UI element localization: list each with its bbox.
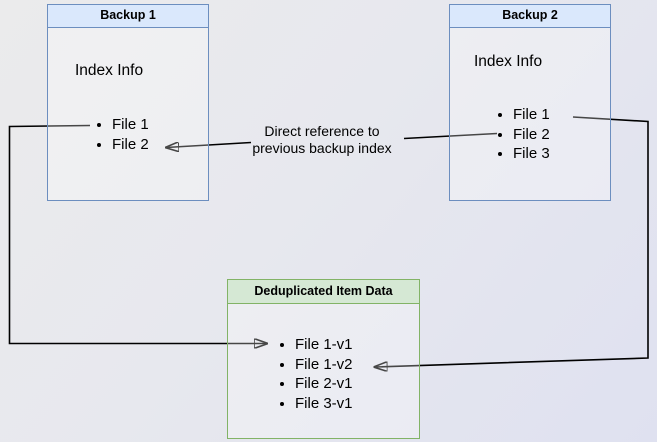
list-item: File 2	[513, 125, 550, 145]
list-item: File 1	[112, 115, 149, 135]
backup2-node: Backup 2 Index Info File 1 File 2 File 3	[449, 4, 611, 201]
backup1-file-list: File 1 File 2	[94, 115, 149, 154]
direct-reference-label-line2: previous backup index	[252, 140, 392, 156]
dedup-file-list: File 1-v1 File 1-v2 File 2-v1 File 3-v1	[277, 335, 353, 413]
list-item: File 1-v1	[295, 335, 353, 355]
backup2-file-list: File 1 File 2 File 3	[495, 105, 550, 164]
list-item: File 1-v2	[295, 355, 353, 375]
direct-reference-label: Direct reference to previous backup inde…	[232, 123, 412, 157]
backup2-index-info-label: Index Info	[474, 53, 543, 70]
backup2-header: Backup 2	[450, 5, 610, 28]
deduplicated-item-data-node: Deduplicated Item Data File 1-v1 File 1-…	[227, 279, 420, 439]
backup1-index-info-label: Index Info	[75, 62, 144, 79]
direct-reference-label-line1: Direct reference to	[264, 123, 380, 139]
deduplicated-item-data-header: Deduplicated Item Data	[228, 280, 419, 304]
list-item: File 3-v1	[295, 394, 353, 414]
backup1-header: Backup 1	[48, 5, 208, 28]
list-item: File 3	[513, 144, 550, 164]
list-item: File 2	[112, 135, 149, 155]
list-item: File 1	[513, 105, 550, 125]
list-item: File 2-v1	[295, 374, 353, 394]
backup1-node: Backup 1 Index Info File 1 File 2	[47, 4, 209, 201]
